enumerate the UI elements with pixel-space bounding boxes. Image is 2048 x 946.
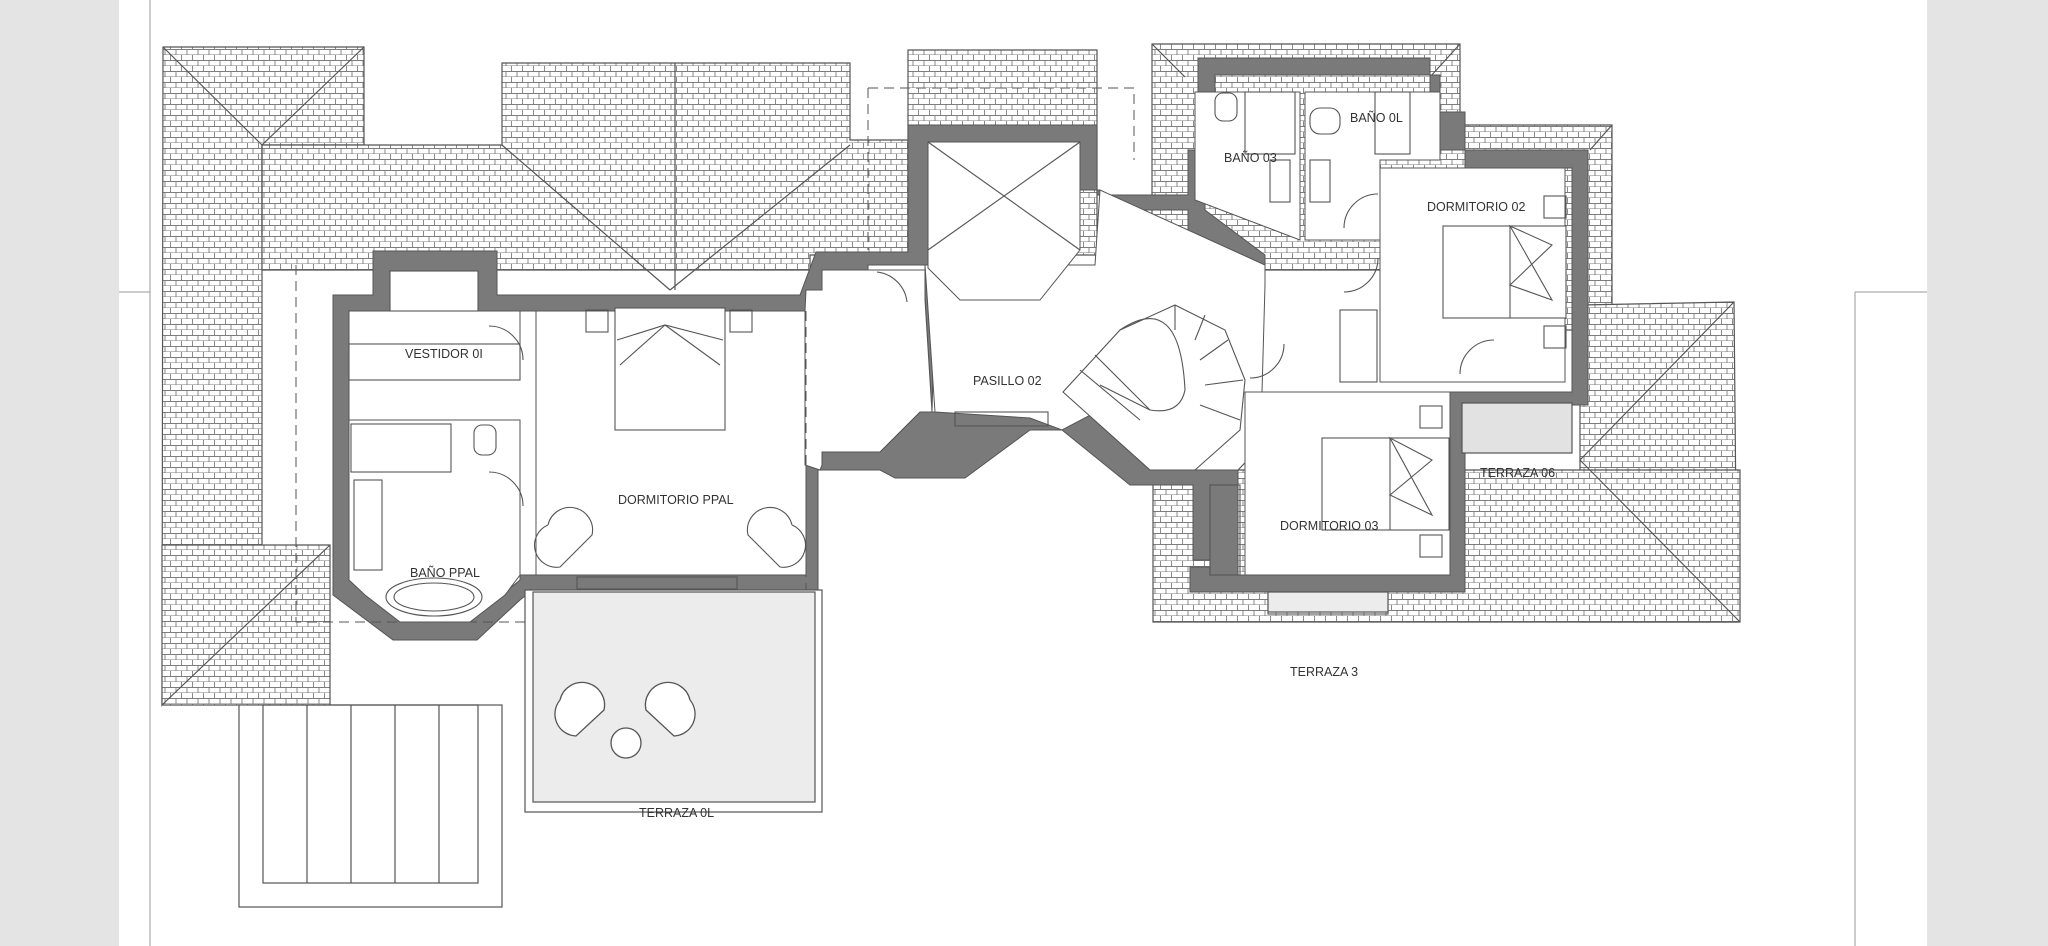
label-dormitorio-03: DORMITORIO 03 xyxy=(1280,519,1378,533)
label-dormitorio-ppal: DORMITORIO PPAL xyxy=(618,493,734,507)
pergola xyxy=(238,704,503,908)
label-terraza-3: TERRAZA 3 xyxy=(1290,665,1358,679)
terraza-3-edge xyxy=(1267,591,1389,613)
label-vestidor: VESTIDOR 0I xyxy=(405,347,483,361)
room-vestidor xyxy=(348,310,521,381)
roof-hip-lines xyxy=(161,43,1741,706)
label-bano-ppal: BAÑO PPAL xyxy=(410,566,480,580)
room-north-void xyxy=(927,141,1081,301)
label-bano-01: BAÑO 0L xyxy=(1350,111,1403,125)
sheet-frame-lines xyxy=(119,0,1927,946)
label-pasillo: PASILLO 02 xyxy=(973,374,1042,388)
terrace-furniture xyxy=(554,681,696,759)
label-dormitorio-02: DORMITORIO 02 xyxy=(1427,200,1525,214)
terraza-06 xyxy=(1461,402,1573,454)
room-labels: VESTIDOR 0I BAÑO PPAL DORMITORIO PPAL PA… xyxy=(405,111,1555,820)
label-terraza-06: TERRAZA 06 xyxy=(1480,466,1555,480)
label-terraza-01: TERRAZA 0L xyxy=(639,806,714,820)
room-pasillo xyxy=(804,269,933,471)
label-bano-03: BAÑO 03 xyxy=(1224,151,1277,165)
